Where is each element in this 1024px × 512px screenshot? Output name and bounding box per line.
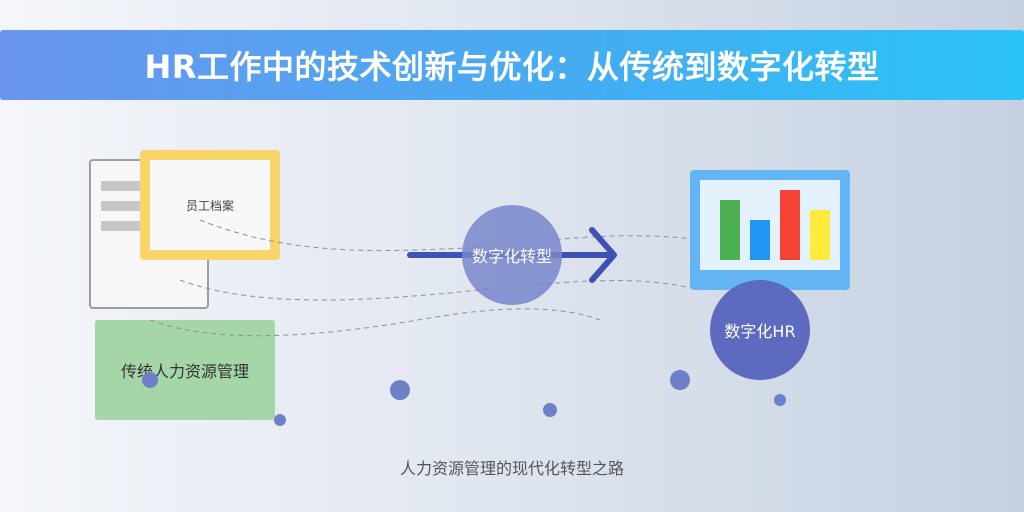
employee-file-label: 员工档案 bbox=[185, 198, 234, 213]
decorative-dot bbox=[670, 370, 690, 390]
decorative-dot bbox=[142, 372, 158, 388]
decorative-dot bbox=[774, 394, 786, 406]
monitor-icon bbox=[690, 170, 850, 290]
digital-hr-circle: 数字化HR bbox=[710, 280, 810, 380]
document-line bbox=[101, 221, 149, 231]
chart-bar bbox=[750, 220, 770, 260]
dashed-curve bbox=[179, 279, 701, 301]
page-title: HR工作中的技术创新与优化：从传统到数字化转型 bbox=[144, 48, 880, 86]
chart-bar bbox=[810, 210, 830, 260]
document-line bbox=[101, 201, 149, 211]
title-banner: HR工作中的技术创新与优化：从传统到数字化转型 bbox=[0, 30, 1024, 100]
dashed-curve bbox=[149, 308, 601, 337]
chart-bar bbox=[780, 190, 800, 260]
transformation-circle: 数字化转型 bbox=[462, 205, 562, 305]
chart-bar bbox=[720, 200, 740, 260]
monitor-screen bbox=[700, 180, 840, 270]
transformation-label: 数字化转型 bbox=[471, 247, 552, 266]
decorative-dot bbox=[543, 403, 557, 417]
digital-hr-label: 数字化HR bbox=[724, 322, 796, 341]
document-line bbox=[101, 181, 149, 191]
caption: 人力资源管理的现代化转型之路 bbox=[399, 459, 624, 478]
arrow-head-icon bbox=[589, 227, 617, 283]
employee-file-card: 员工档案 bbox=[140, 150, 280, 260]
decorative-dot bbox=[390, 380, 410, 400]
decorative-dot bbox=[274, 414, 286, 426]
